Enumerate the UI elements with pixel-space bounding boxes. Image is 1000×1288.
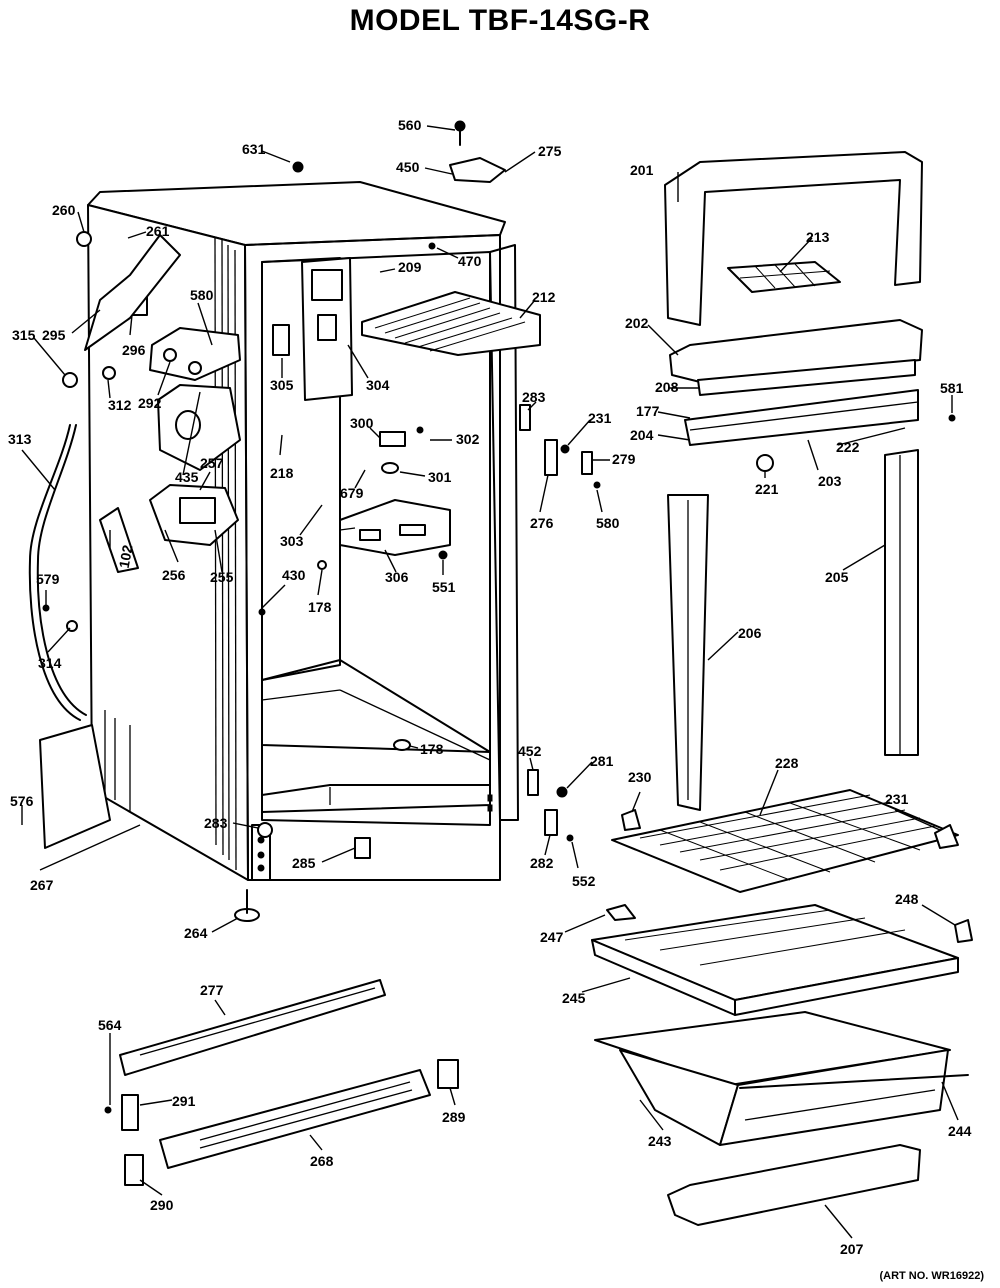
callout-306: 306 — [385, 569, 409, 585]
freezer-shelf — [361, 291, 541, 356]
diagram-title: MODEL TBF-14SG-R — [349, 4, 651, 37]
wire-shelf — [611, 789, 959, 893]
freezer-duct-assembly — [272, 257, 353, 401]
callout-564: 564 — [98, 1017, 122, 1033]
callout-260: 260 — [52, 202, 76, 218]
callout-264: 264 — [184, 925, 208, 941]
callout-296: 296 — [122, 342, 146, 358]
callout-231-lower: 231 — [885, 791, 909, 807]
callout-282: 282 — [530, 855, 554, 871]
callout-679: 679 — [340, 485, 364, 501]
part-callouts: 560 631 450 275 201 260 261 209 470 213 … — [8, 117, 972, 1257]
crisper-pan — [594, 1011, 969, 1146]
callout-579: 579 — [36, 571, 60, 587]
art-number: (ART NO. WR16922) — [879, 1270, 984, 1282]
callout-581: 581 — [940, 380, 964, 396]
callout-292: 292 — [138, 395, 162, 411]
callout-580-mid: 580 — [596, 515, 620, 531]
callout-247: 247 — [540, 929, 564, 945]
temperature-control — [339, 499, 451, 556]
callout-208: 208 — [655, 379, 679, 395]
callout-178-upper: 178 — [308, 599, 332, 615]
callout-435: 435 — [175, 469, 199, 485]
leader-lines — [21, 125, 959, 1239]
callout-305: 305 — [270, 377, 294, 393]
callout-283-lower: 283 — [204, 815, 228, 831]
callout-576: 576 — [10, 793, 34, 809]
door-bar — [667, 1144, 921, 1226]
callout-312: 312 — [108, 397, 132, 413]
callout-222: 222 — [836, 439, 860, 455]
callout-314: 314 — [38, 655, 62, 671]
callout-177: 177 — [636, 403, 660, 419]
callout-552: 552 — [572, 873, 596, 889]
callout-302: 302 — [456, 431, 480, 447]
callout-283-upper: 283 — [522, 389, 546, 405]
callout-281: 281 — [590, 753, 614, 769]
callout-285: 285 — [292, 855, 316, 871]
callout-255: 255 — [210, 569, 234, 585]
door-liner-frame — [664, 151, 923, 446]
callout-580-top: 580 — [190, 287, 214, 303]
callout-206: 206 — [738, 625, 762, 641]
callout-228: 228 — [775, 755, 799, 771]
callout-291: 291 — [172, 1093, 196, 1109]
callout-209: 209 — [398, 259, 422, 275]
callout-276: 276 — [530, 515, 554, 531]
callout-102: 102 — [116, 543, 136, 569]
callout-202: 202 — [625, 315, 649, 331]
callout-213: 213 — [806, 229, 830, 245]
callout-313: 313 — [8, 431, 32, 447]
callout-218: 218 — [270, 465, 294, 481]
callout-244: 244 — [948, 1123, 972, 1139]
drain-tube — [28, 424, 87, 721]
callout-277: 277 — [200, 982, 224, 998]
callout-295: 295 — [42, 327, 66, 343]
callout-267: 267 — [30, 877, 54, 893]
callout-256: 256 — [162, 567, 186, 583]
callout-452: 452 — [518, 743, 542, 759]
callout-212: 212 — [532, 289, 556, 305]
callout-207: 207 — [840, 1241, 864, 1257]
callout-221: 221 — [755, 481, 779, 497]
callout-178-lower: 178 — [420, 741, 444, 757]
callout-290: 290 — [150, 1197, 174, 1213]
callout-279: 279 — [612, 451, 636, 467]
callout-470: 470 — [458, 253, 482, 269]
callout-300: 300 — [350, 415, 374, 431]
callout-631: 631 — [242, 141, 266, 157]
callout-231-upper: 231 — [588, 410, 612, 426]
callout-257: 257 — [200, 455, 224, 471]
callout-304: 304 — [366, 377, 390, 393]
callout-560: 560 — [398, 117, 422, 133]
bottom-panels — [39, 724, 459, 1186]
callout-430: 430 — [282, 567, 306, 583]
light-switch-parts — [84, 234, 241, 573]
callout-315: 315 — [12, 327, 36, 343]
callout-261: 261 — [146, 223, 170, 239]
callout-243: 243 — [648, 1133, 672, 1149]
callout-268: 268 — [310, 1153, 334, 1169]
callout-205: 205 — [825, 569, 849, 585]
callout-275: 275 — [538, 143, 562, 159]
callout-289: 289 — [442, 1109, 466, 1125]
callout-201: 201 — [630, 162, 654, 178]
callout-301: 301 — [428, 469, 452, 485]
hardware — [42, 120, 973, 1114]
callout-203: 203 — [818, 473, 842, 489]
callout-230: 230 — [628, 769, 652, 785]
crisper-cover — [591, 904, 959, 1016]
callout-450: 450 — [396, 159, 420, 175]
callout-245: 245 — [562, 990, 586, 1006]
callout-303: 303 — [280, 533, 304, 549]
callout-551: 551 — [432, 579, 456, 595]
door-rails — [667, 449, 919, 811]
callout-248: 248 — [895, 891, 919, 907]
callout-204: 204 — [630, 427, 654, 443]
